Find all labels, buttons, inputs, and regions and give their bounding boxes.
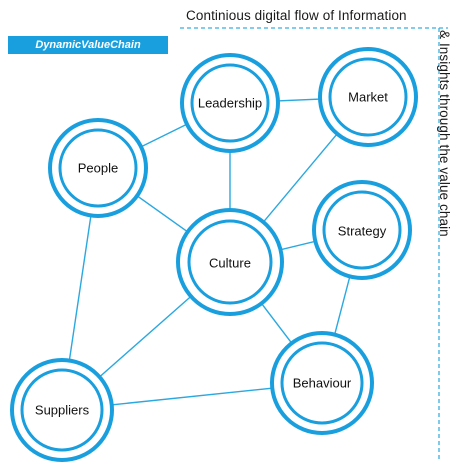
- label-people: People: [77, 160, 119, 176]
- label-market: Market: [348, 89, 388, 105]
- label-culture: Culture: [209, 255, 251, 271]
- node-culture: [176, 208, 284, 316]
- node-behaviour: [270, 331, 374, 435]
- top-caption: Continious digital flow of Information: [186, 8, 407, 23]
- label-suppliers: Suppliers: [34, 402, 90, 418]
- node-market: [318, 47, 418, 147]
- label-strategy: Strategy: [337, 223, 387, 239]
- node-strategy: [312, 180, 412, 280]
- node-leadership: [180, 53, 280, 153]
- node-suppliers: [10, 358, 114, 462]
- label-leadership: Leadership: [197, 95, 263, 111]
- side-caption: & Insights through the value chain: [437, 30, 452, 237]
- node-people: [48, 118, 148, 218]
- title-badge: DynamicValueChain: [8, 36, 168, 54]
- label-behaviour: Behaviour: [292, 375, 352, 391]
